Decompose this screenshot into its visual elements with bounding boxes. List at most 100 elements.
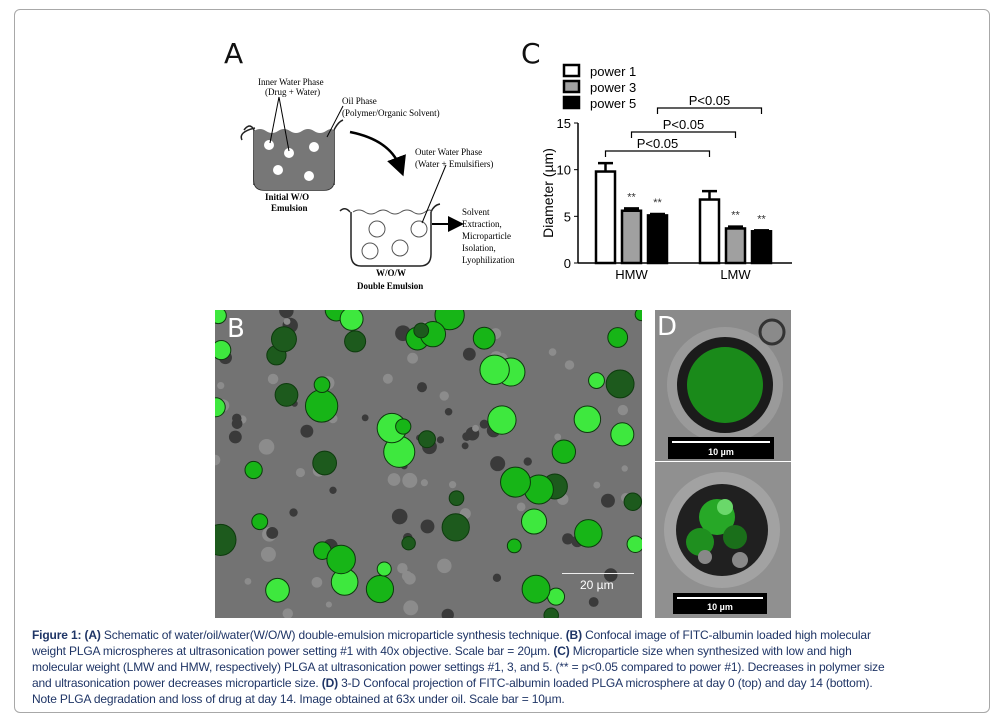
label-oil: Oil Phase [342,96,377,106]
legend-swatch [562,63,581,78]
label-step-1: Solvent [462,207,490,217]
caption-line: molecular weight (LMW and HMW, respectiv… [32,659,992,675]
label-initial-2: Emulsion [271,203,308,213]
fluorescent-microsphere [573,405,602,433]
bar-hmw-power-1 [594,170,617,265]
fluorescent-microsphere [521,574,551,604]
confocal-image-d-bottom: 10 µm [655,462,791,618]
particle [437,558,452,574]
particle [621,465,628,472]
x-tick-label: HMW [615,267,648,282]
particle [601,493,615,508]
bar-hmw-power-3 [620,209,643,265]
fluorescent-microsphere [500,466,531,498]
fluorescent-microsphere [270,326,297,353]
fluorescent-microsphere [574,519,603,548]
caption-text: Schematic of water/oil/water(W/O/W) doub… [100,628,566,642]
particle [260,546,276,562]
label-inner-water-sub: (Drug + Water) [265,87,320,97]
fluorescent-microsphere [365,574,395,604]
comparison-label: P<0.05 [663,117,705,132]
comparison-label: P<0.05 [637,136,679,151]
bar-lmw-power-3 [724,227,747,265]
legend-swatch [562,95,581,110]
particle [492,573,502,582]
fluorescent-microsphere [472,326,496,350]
particle [401,570,413,582]
fluorescent-microsphere [326,544,356,575]
figure-caption: Figure 1: (A) Schematic of water/oil/wat… [32,627,992,707]
label-step-4: Isolation, [462,243,496,253]
particle [217,381,225,390]
label-double-2: Double Emulsion [357,281,423,291]
y-tick-label: 10 [557,163,571,178]
fluorescent-microsphere [626,535,642,553]
scale-bar-line [562,573,634,574]
y-tick-label: 0 [564,256,571,271]
particle [283,318,291,325]
bar-lmw-power-5 [750,230,773,265]
particle [564,360,575,370]
particle [439,391,449,401]
scale-bar-top-label: 10 µm [708,447,734,457]
fluorescent-microsphere [215,339,232,361]
particle [325,601,332,608]
significance-mark: ** [653,197,662,209]
fluorescent-microsphere [479,354,510,385]
particle [472,424,479,432]
caption-bold-label: (C) [553,644,570,658]
particle [461,442,469,450]
particle [420,479,428,487]
legend-label: power 3 [590,80,636,95]
fluorescent-microsphere [376,561,392,577]
scale-bar-bottom: 10 µm [673,593,767,614]
label-inner-water: Inner Water Phase [258,77,324,87]
fluorescent-microsphere [312,450,338,476]
fluorescent-microsphere [401,535,416,551]
fluorescent-microsphere [313,376,331,394]
particle [548,348,557,356]
y-tick-label: 5 [564,209,571,224]
particle [523,457,532,466]
fluorescent-microsphere [543,607,559,618]
panel-c-letter: C [521,37,541,70]
fluorescent-microsphere [251,513,269,531]
particle [289,508,298,517]
particle [387,473,401,486]
caption-text: Microparticle size when synthesized with… [569,644,852,658]
schematic-diagram: Inner Water Phase (Drug + Water) Oil Pha… [240,77,515,291]
particle [300,424,314,438]
scale-bar-label: 20 µm [580,578,614,592]
fluorescent-microsphere [215,523,237,556]
caption-text: weight PLGA microspheres at ultrasonicat… [32,644,554,658]
particle [391,508,408,525]
caption-bold-label: (D) [321,676,338,690]
particle [295,467,306,478]
particle [593,481,601,489]
fluorescent-microsphere [605,369,635,399]
label-initial-1: Initial W/O [265,192,309,202]
particle [402,472,418,488]
label-oil-sub: (Polymer/Organic Solvent) [342,108,440,118]
particle [282,608,293,618]
particle [279,310,294,319]
panel-b-letter: B [227,314,245,344]
bar-hmw-power-5 [646,214,669,265]
y-tick-label: 15 [557,116,571,131]
caption-text: 3-D Confocal projection of FITC-albumin … [337,676,873,690]
particle [258,439,275,455]
caption-line: and ultrasonication power decreases micr… [32,675,992,691]
particle [441,608,454,618]
particle [232,413,242,424]
label-double-1: W/O/W [376,268,406,278]
panel-d-letter: D [657,312,678,342]
fluorescent-microsphere [304,389,339,423]
caption-line: Figure 1: (A) Schematic of water/oil/wat… [32,627,992,643]
comparison-label: P<0.05 [689,93,731,108]
curved-arrow [349,130,406,177]
fluorescent-microsphere [487,405,517,435]
fluorescent-microsphere [448,490,465,506]
fluorescent-microsphere [506,538,522,554]
caption-text: and ultrasonication power decreases micr… [32,676,322,690]
caption-text: molecular weight (LMW and HMW, respectiv… [32,660,885,674]
